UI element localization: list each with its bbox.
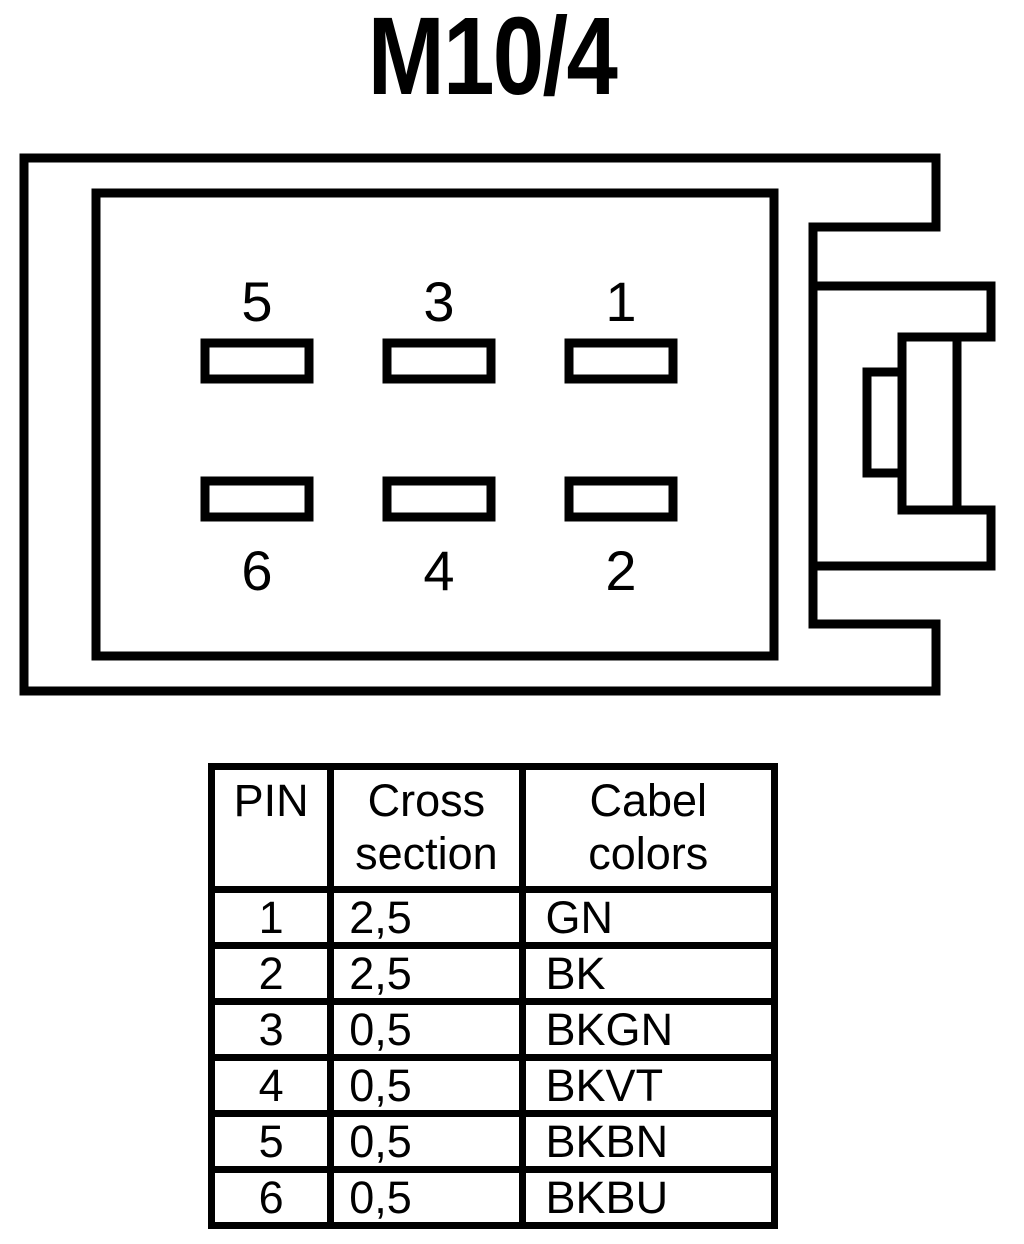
cell-cross-section: 2,5 bbox=[327, 942, 526, 1005]
collar-upper-step bbox=[813, 281, 996, 342]
pin-label-4: 4 bbox=[423, 539, 454, 602]
pin-assignment-table: PIN Cross section Cabel colors 1 2,5 GN … bbox=[207, 763, 779, 1229]
header-cable-colors: Cabel colors bbox=[518, 763, 779, 893]
cell-cable-color: BKBN bbox=[518, 1110, 779, 1173]
table-row: 1 2,5 GN bbox=[207, 886, 779, 949]
table-row: 2 2,5 BK bbox=[207, 942, 779, 1005]
cell-pin: 2 bbox=[207, 942, 335, 1005]
header-pin: PIN bbox=[207, 763, 335, 893]
connector-cavity bbox=[91, 188, 779, 661]
table-row: 5 0,5 BKBN bbox=[207, 1110, 779, 1173]
cell-cross-section: 2,5 bbox=[327, 886, 526, 949]
cell-pin: 1 bbox=[207, 886, 335, 949]
connector-diagram: 5 3 1 6 4 2 bbox=[19, 153, 996, 696]
cell-cable-color: GN bbox=[518, 886, 779, 949]
cell-cross-section: 0,5 bbox=[327, 998, 526, 1061]
cell-cable-color: BKBU bbox=[518, 1166, 779, 1229]
cell-pin: 6 bbox=[207, 1166, 335, 1229]
table-row: 6 0,5 BKBU bbox=[207, 1166, 779, 1229]
connector-housing-outline bbox=[19, 153, 941, 696]
cell-pin: 4 bbox=[207, 1054, 335, 1117]
table-row: 4 0,5 BKVT bbox=[207, 1054, 779, 1117]
pin-slot-4 bbox=[382, 476, 496, 522]
pin-label-3: 3 bbox=[423, 270, 454, 333]
pin-label-2: 2 bbox=[605, 539, 636, 602]
cell-pin: 3 bbox=[207, 998, 335, 1061]
table-header-row: PIN Cross section Cabel colors bbox=[207, 763, 779, 893]
header-cross-section: Cross section bbox=[327, 763, 526, 893]
cell-cross-section: 0,5 bbox=[327, 1054, 526, 1117]
pin-label-5: 5 bbox=[241, 270, 272, 333]
latch-tab bbox=[862, 367, 907, 478]
pin-slot-2 bbox=[564, 476, 678, 522]
pin-slot-3 bbox=[382, 338, 496, 384]
cell-cable-color: BKGN bbox=[518, 998, 779, 1061]
cell-cross-section: 0,5 bbox=[327, 1110, 526, 1173]
cell-cable-color: BK bbox=[518, 942, 779, 1005]
connector-title: M10/4 bbox=[367, 0, 618, 118]
cell-pin: 5 bbox=[207, 1110, 335, 1173]
pin-label-6: 6 bbox=[241, 539, 272, 602]
guide-tab bbox=[897, 332, 962, 515]
cell-cable-color: BKVT bbox=[518, 1054, 779, 1117]
pin-slot-5 bbox=[200, 338, 314, 384]
pin-slot-6 bbox=[200, 476, 314, 522]
collar-lower-step bbox=[813, 505, 996, 571]
pin-label-1: 1 bbox=[605, 270, 636, 333]
cell-cross-section: 0,5 bbox=[327, 1166, 526, 1229]
table-row: 3 0,5 BKGN bbox=[207, 998, 779, 1061]
pin-slot-1 bbox=[564, 338, 678, 384]
